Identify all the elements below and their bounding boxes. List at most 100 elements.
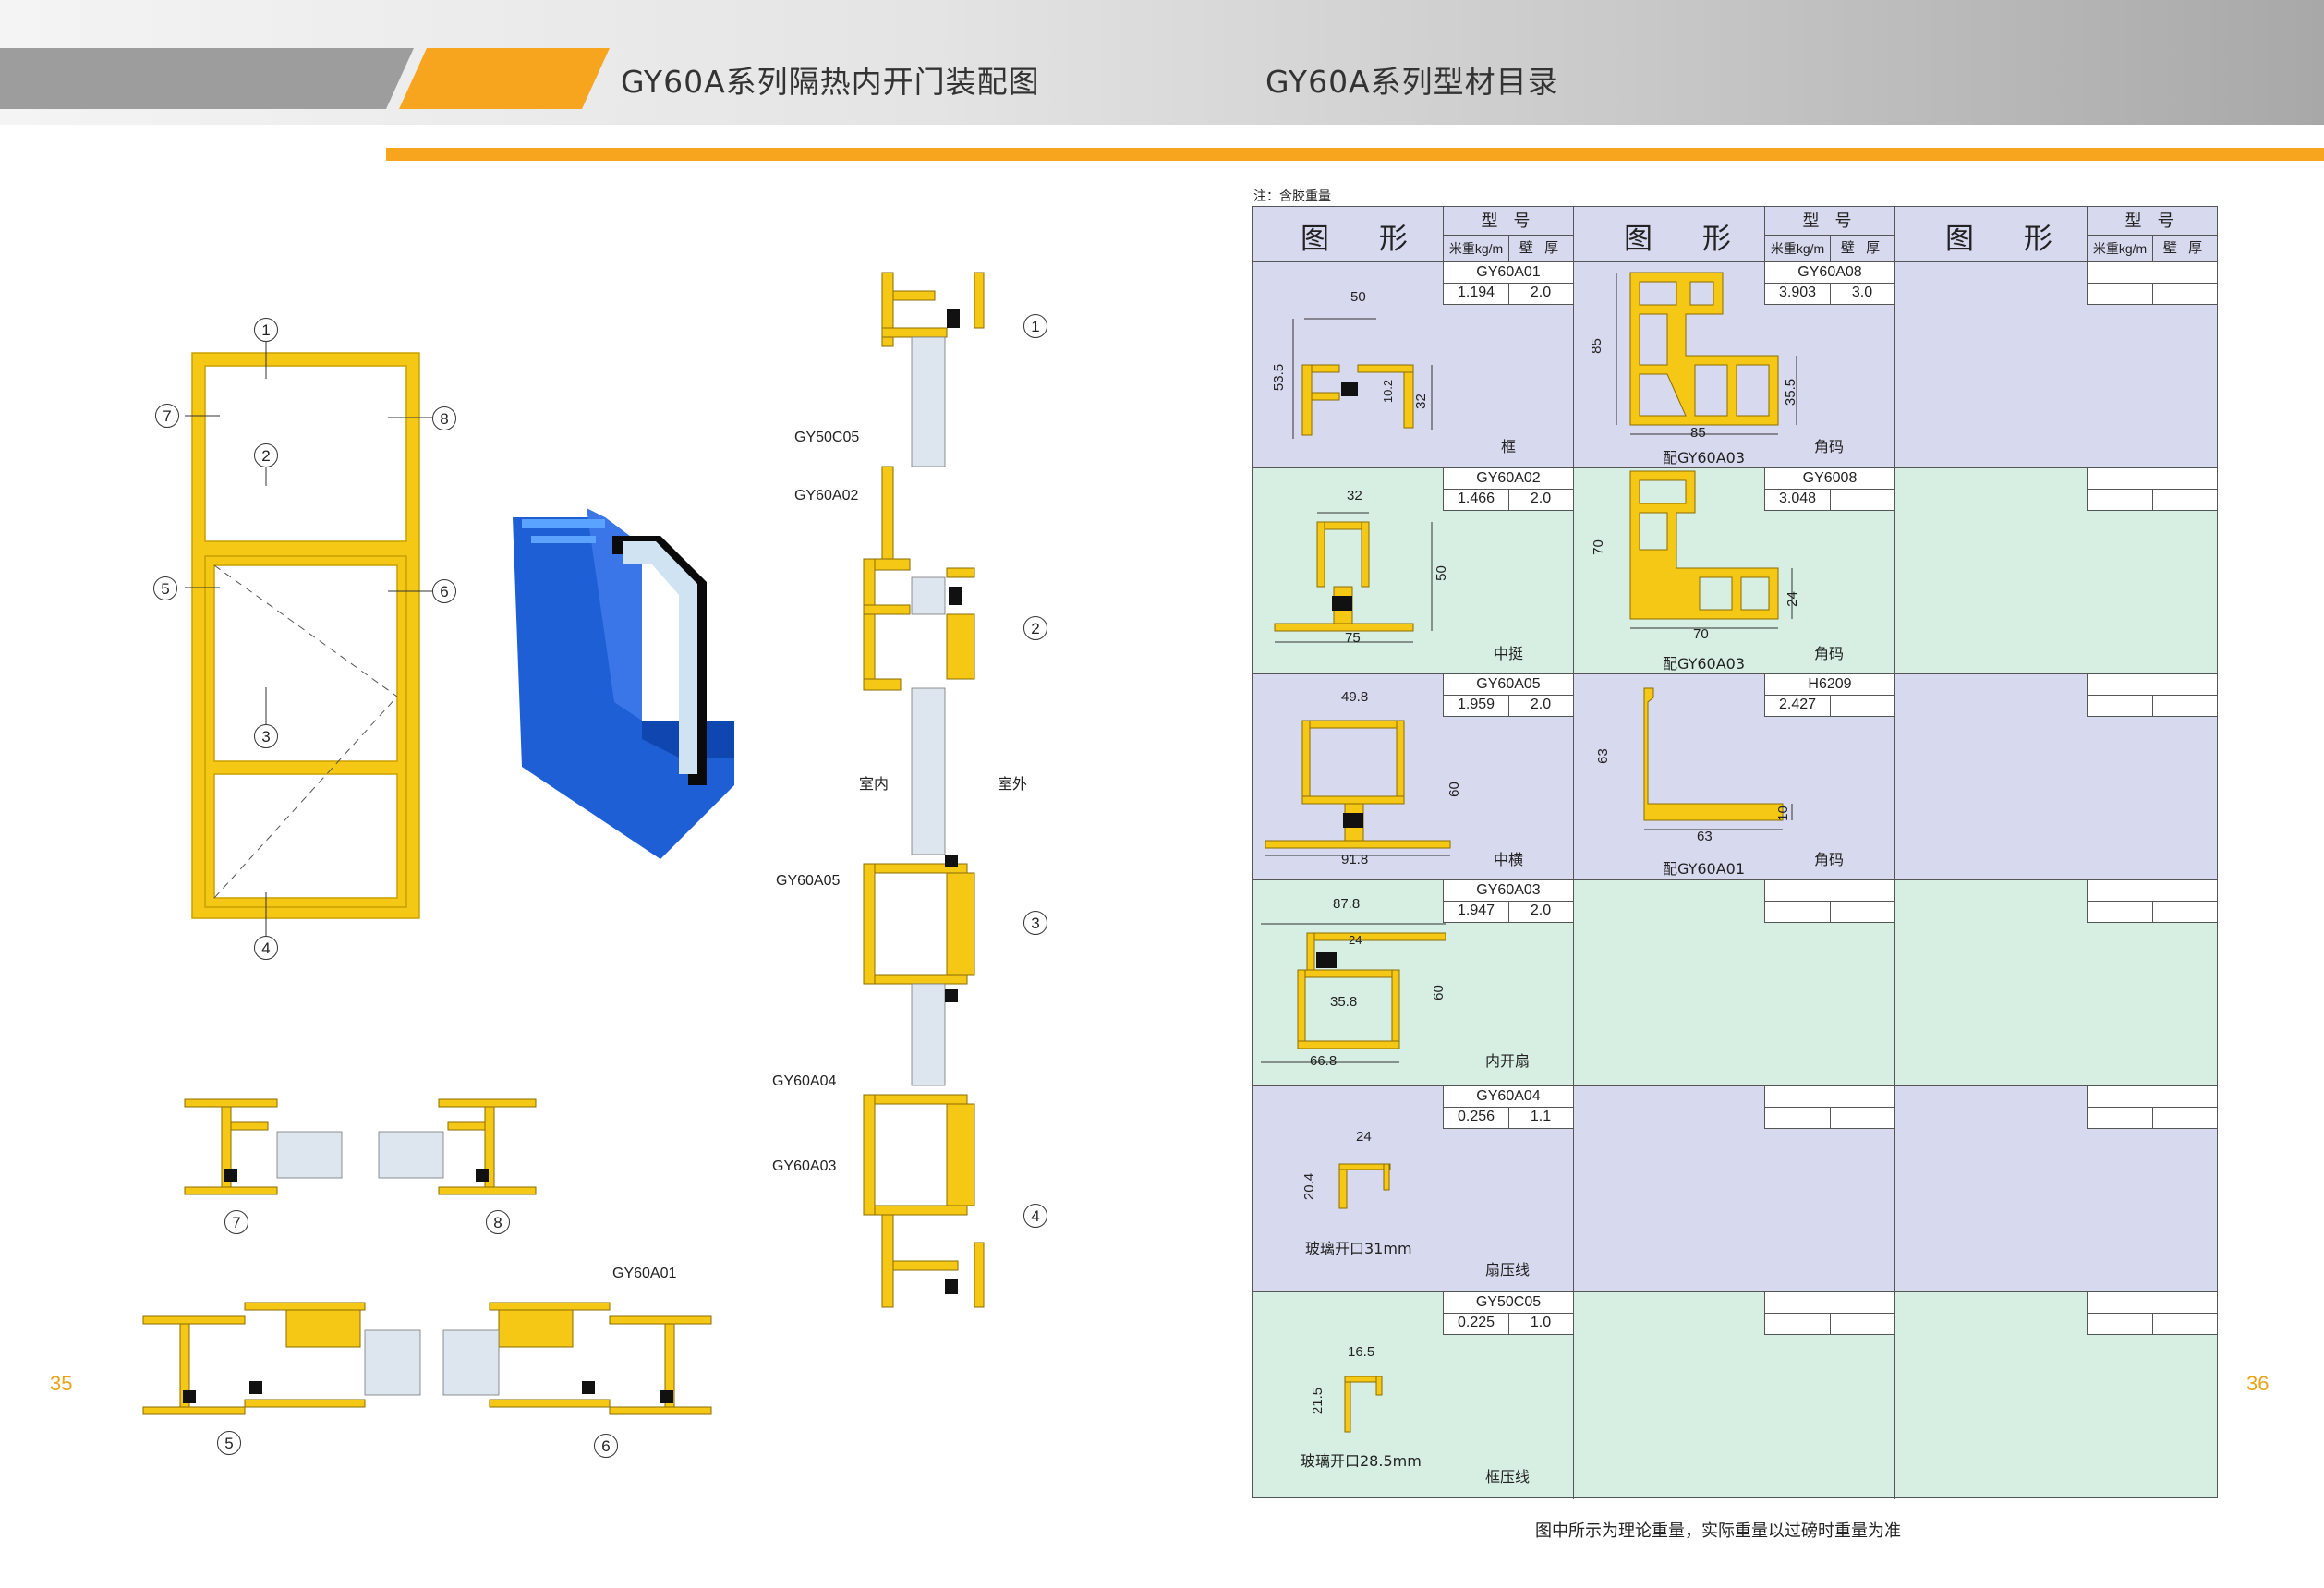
header-weight-label: 米重kg/m <box>1444 235 1509 261</box>
header-stripes <box>0 48 2324 161</box>
profile-gy60a04 <box>1338 1163 1391 1209</box>
weight-value: 1.466 <box>1444 489 1509 510</box>
header-spec-3: 型 号 米重kg/m 壁 厚 <box>2087 206 2218 262</box>
dim-85: 85 <box>1588 338 1604 354</box>
header-weight-label: 米重kg/m <box>1765 235 1831 261</box>
dim-20-4: 20.4 <box>1301 1172 1318 1201</box>
dim-70: 70 <box>1693 626 1709 642</box>
thickness-value: 2.0 <box>1530 697 1552 712</box>
callout-gy60a05: GY60A05 <box>776 873 841 889</box>
dim-35-8: 35.8 <box>1330 994 1358 1010</box>
spec-gy60a05: GY60A05 1.959 2.0 <box>1443 673 1574 717</box>
spec-gy6008: GY6008 3.048 <box>1764 467 1895 511</box>
dim-53-5: 53.5 <box>1271 363 1288 392</box>
profile-gy50c05 <box>1344 1376 1383 1433</box>
dim-60: 60 <box>1446 782 1462 797</box>
weight-value: 3.048 <box>1765 489 1831 510</box>
marker-7: 7 <box>155 404 179 428</box>
right-page-title: GY60A系列型材目录 <box>1265 64 1559 100</box>
dim-16-5: 16.5 <box>1348 1344 1375 1360</box>
label-indoor: 室内 <box>859 777 890 793</box>
glass-opening-note: 玻璃开口28.5mm <box>1301 1452 1422 1470</box>
model-code: GY50C05 <box>1444 1292 1573 1314</box>
profile-name: 框压线 <box>1485 1468 1531 1485</box>
dim-75: 75 <box>1345 630 1361 646</box>
thickness-value: 3.0 <box>1851 285 1873 300</box>
weight-note: 注：含胶重量 <box>1253 189 1331 204</box>
spec-empty <box>2087 467 2218 511</box>
profile-gy6008 <box>1629 470 1793 629</box>
weight-value: 1.959 <box>1444 695 1509 716</box>
model-code: GY60A05 <box>1444 674 1573 696</box>
label-outdoor: 室外 <box>998 777 1028 793</box>
pairs-with-note: 配GY60A01 <box>1663 860 1746 878</box>
profile-gy60a05 <box>1265 720 1451 856</box>
row-5 <box>1252 1085 2218 1292</box>
dim-24: 24 <box>1356 1129 1372 1145</box>
dim-63: 63 <box>1697 829 1713 844</box>
glass-opening-note: 玻璃开口31mm <box>1305 1240 1412 1257</box>
header-shape-3: 图 形 <box>1945 223 2073 256</box>
dim-91-8: 91.8 <box>1341 852 1369 867</box>
weight-value: 1.194 <box>1444 283 1509 304</box>
callout-gy60a04: GY60A04 <box>772 1073 837 1089</box>
header-weight-label: 米重kg/m <box>2088 235 2153 261</box>
spec-h6209: H6209 2.427 <box>1764 673 1895 717</box>
model-code: GY60A02 <box>1444 468 1573 490</box>
header-model-label: 型 号 <box>1444 207 1573 236</box>
header-shape-1: 图 形 <box>1301 223 1428 256</box>
dim-66-8: 66.8 <box>1310 1053 1338 1069</box>
spec-empty <box>2087 879 2218 923</box>
thickness-value: 2.0 <box>1530 903 1552 918</box>
detail-marker-8: 8 <box>486 1210 510 1234</box>
spec-empty <box>1764 1291 1895 1335</box>
thickness-value <box>1830 489 1894 510</box>
profile-name: 内开扇 <box>1485 1052 1531 1070</box>
spec-gy50c05: GY50C05 0.225 1.0 <box>1443 1291 1574 1335</box>
table-header <box>1252 206 2218 262</box>
page-number-right: 36 <box>2246 1372 2270 1395</box>
weight-value: 0.225 <box>1444 1313 1509 1334</box>
profile-gy60a02 <box>1274 512 1433 643</box>
marker-2: 2 <box>254 443 278 467</box>
dim-10-2: 10.2 <box>1381 379 1396 404</box>
spec-empty <box>1764 1085 1895 1129</box>
profile-name: 角码 <box>1814 645 1845 662</box>
row-4 <box>1252 879 2218 1086</box>
detail-marker-7: 7 <box>224 1210 248 1234</box>
dim-24: 24 <box>1784 591 1800 607</box>
weight-value: 0.256 <box>1444 1107 1509 1128</box>
profile-h6209 <box>1643 687 1793 830</box>
section-marker-1: 1 <box>1023 314 1047 338</box>
profile-name: 中横 <box>1494 851 1524 868</box>
marker-3: 3 <box>254 724 278 748</box>
dim-21-5: 21.5 <box>1310 1387 1326 1415</box>
callout-gy50c05: GY50C05 <box>794 430 860 445</box>
dim-60: 60 <box>1430 985 1446 1000</box>
header-thickness-label: 壁 厚 <box>1840 240 1884 256</box>
pairs-with-note: 配GY60A03 <box>1663 449 1746 467</box>
thickness-value: 2.0 <box>1530 285 1552 300</box>
marker-1: 1 <box>254 318 278 342</box>
header-thickness-label: 壁 厚 <box>1519 240 1563 256</box>
spec-gy60a03: GY60A03 1.947 2.0 <box>1443 879 1574 923</box>
section-marker-4: 4 <box>1023 1204 1047 1228</box>
header-thickness-label: 壁 厚 <box>2162 240 2207 256</box>
profile-3d-render <box>513 508 734 859</box>
spec-empty <box>2087 261 2218 305</box>
spec-gy60a08: GY60A08 3.903 3.0 <box>1764 261 1895 305</box>
dim-10: 10 <box>1774 806 1791 821</box>
dim-85: 85 <box>1690 425 1706 441</box>
catalog-footer-note: 图中所示为理论重量，实际重量以过磅时重量为准 <box>1535 1521 1901 1541</box>
dim-63: 63 <box>1594 748 1611 764</box>
marker-4: 4 <box>254 936 278 960</box>
model-code: GY60A03 <box>1444 880 1573 902</box>
pairs-with-note: 配GY60A03 <box>1663 655 1746 673</box>
dim-49-8: 49.8 <box>1341 689 1369 705</box>
profile-gy60a03 <box>1261 923 1446 1063</box>
thickness-value <box>1830 695 1894 716</box>
row-6 <box>1252 1291 2218 1498</box>
marker-8: 8 <box>432 406 456 430</box>
profile-name: 中挺 <box>1494 645 1524 662</box>
model-code: GY60A01 <box>1444 262 1573 284</box>
